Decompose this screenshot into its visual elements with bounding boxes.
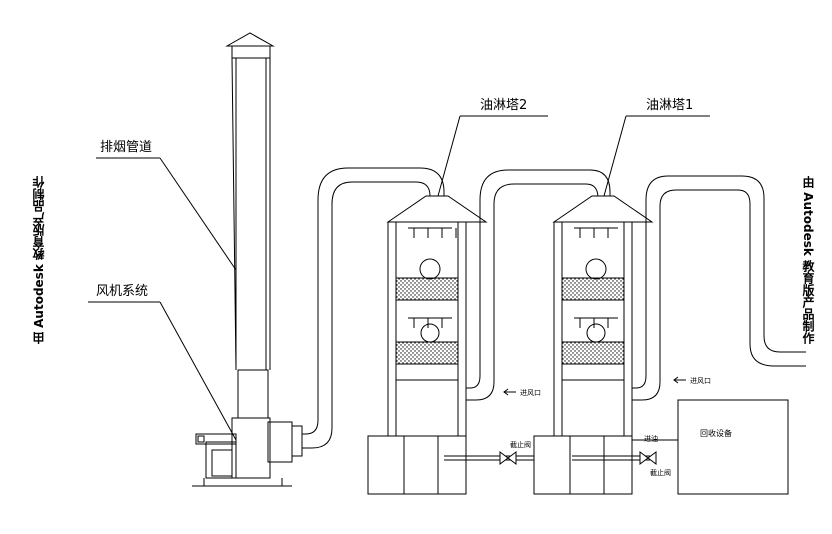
exhaust-pipe-label: 排烟管道: [100, 140, 153, 155]
watermark-right: 由 Autodesk 教育版产品制作: [801, 176, 815, 345]
fan-system-label: 风机系统: [96, 284, 149, 299]
tower-2-label: 油淋塔2: [480, 98, 528, 113]
recovery-label: 回收设备: [700, 429, 732, 438]
valve-label-b: 截止阀: [650, 469, 671, 477]
tower-1-label: 油淋塔1: [646, 98, 694, 113]
valve-b-symbol: [639, 451, 649, 465]
recovery-unit: [677, 399, 789, 495]
chimney: [225, 32, 275, 371]
tower-2: [367, 195, 488, 495]
tower-1: [533, 195, 654, 495]
valve-a-symbol: [499, 451, 509, 465]
watermark-left: 由 Autodesk 教育版产品制作: [32, 176, 46, 345]
leader-lines: [88, 115, 710, 441]
inlet-label-a: 进风口: [520, 389, 541, 397]
oil-in-label: 进油: [644, 435, 658, 443]
fan-unit: [192, 369, 303, 487]
valve-label-a: 截止阀: [510, 441, 531, 449]
inlet-label-b: 进风口: [690, 377, 711, 385]
